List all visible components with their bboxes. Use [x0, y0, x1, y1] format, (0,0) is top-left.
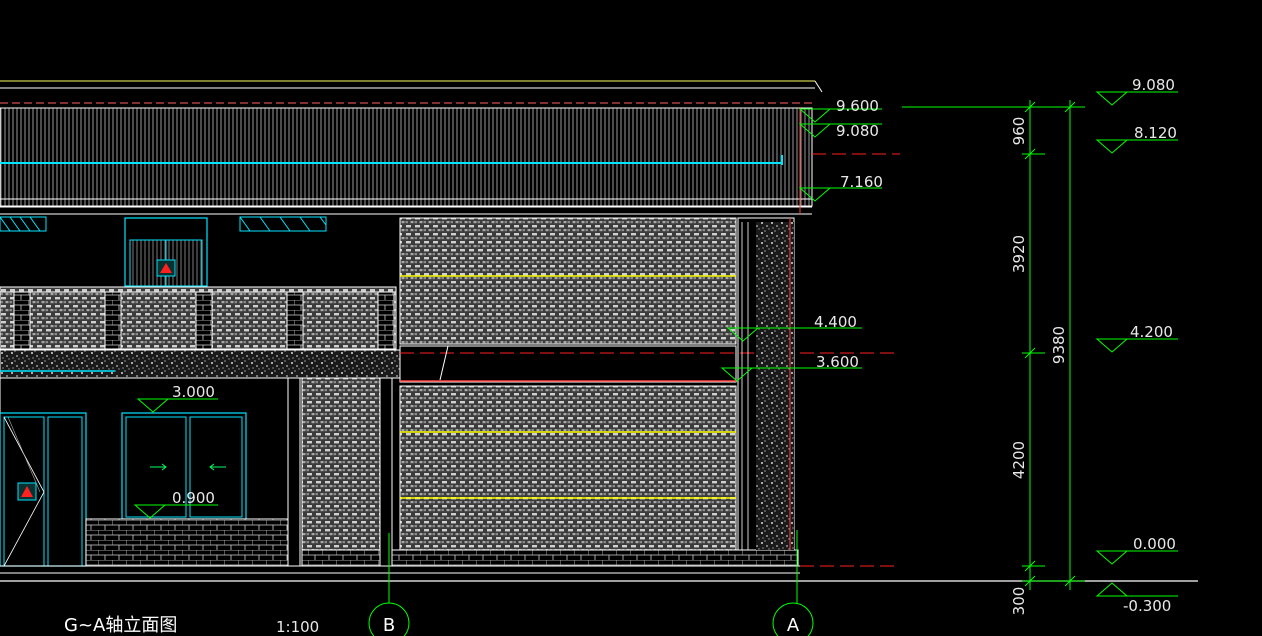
axis-b-label: B: [383, 615, 395, 636]
elev-label-0900: 0.900: [172, 489, 215, 507]
dim-4200: 4200: [1010, 441, 1028, 479]
elev-label-7160: 7.160: [840, 173, 883, 191]
elev-label-9080-right: 9.080: [1132, 76, 1175, 94]
dim-total-9380: 9380: [1050, 326, 1068, 364]
right-elevation-markers: [1095, 91, 1178, 597]
elev-label-3000: 3.000: [172, 383, 215, 401]
axis-a-label: A: [787, 615, 800, 636]
roof-band: [0, 80, 823, 215]
upper-door: [124, 217, 208, 287]
ground-storefront: [0, 377, 393, 567]
axis-a-marker: [772, 530, 814, 636]
elev-label-8120: 8.120: [1134, 124, 1177, 142]
mid-elevation-markers: [133, 108, 882, 519]
upper-vents: [0, 216, 327, 232]
dim-3920: 3920: [1010, 235, 1028, 273]
dimension-chain: [902, 100, 1085, 590]
elev-label-3600: 3.600: [816, 353, 859, 371]
elev-label-0000: 0.000: [1133, 535, 1176, 553]
perforated-brick-wall: [391, 217, 900, 567]
drawing-scale: 1:100: [276, 618, 319, 636]
ground-lines: [0, 153, 1198, 582]
axis-b-marker: [368, 533, 410, 636]
drawing-title: G~A轴立面图: [64, 615, 177, 636]
elev-label-9600: 9.600: [836, 97, 879, 115]
elev-label-4400: 4.400: [814, 313, 857, 331]
balcony-railing: [0, 286, 401, 379]
dim-300: 300: [1010, 587, 1028, 616]
elev-label-4200: 4.200: [1130, 323, 1173, 341]
elev-label-minus-0300: -0.300: [1123, 597, 1171, 615]
elev-label-9080-mid: 9.080: [836, 122, 879, 140]
dim-960: 960: [1010, 117, 1028, 146]
